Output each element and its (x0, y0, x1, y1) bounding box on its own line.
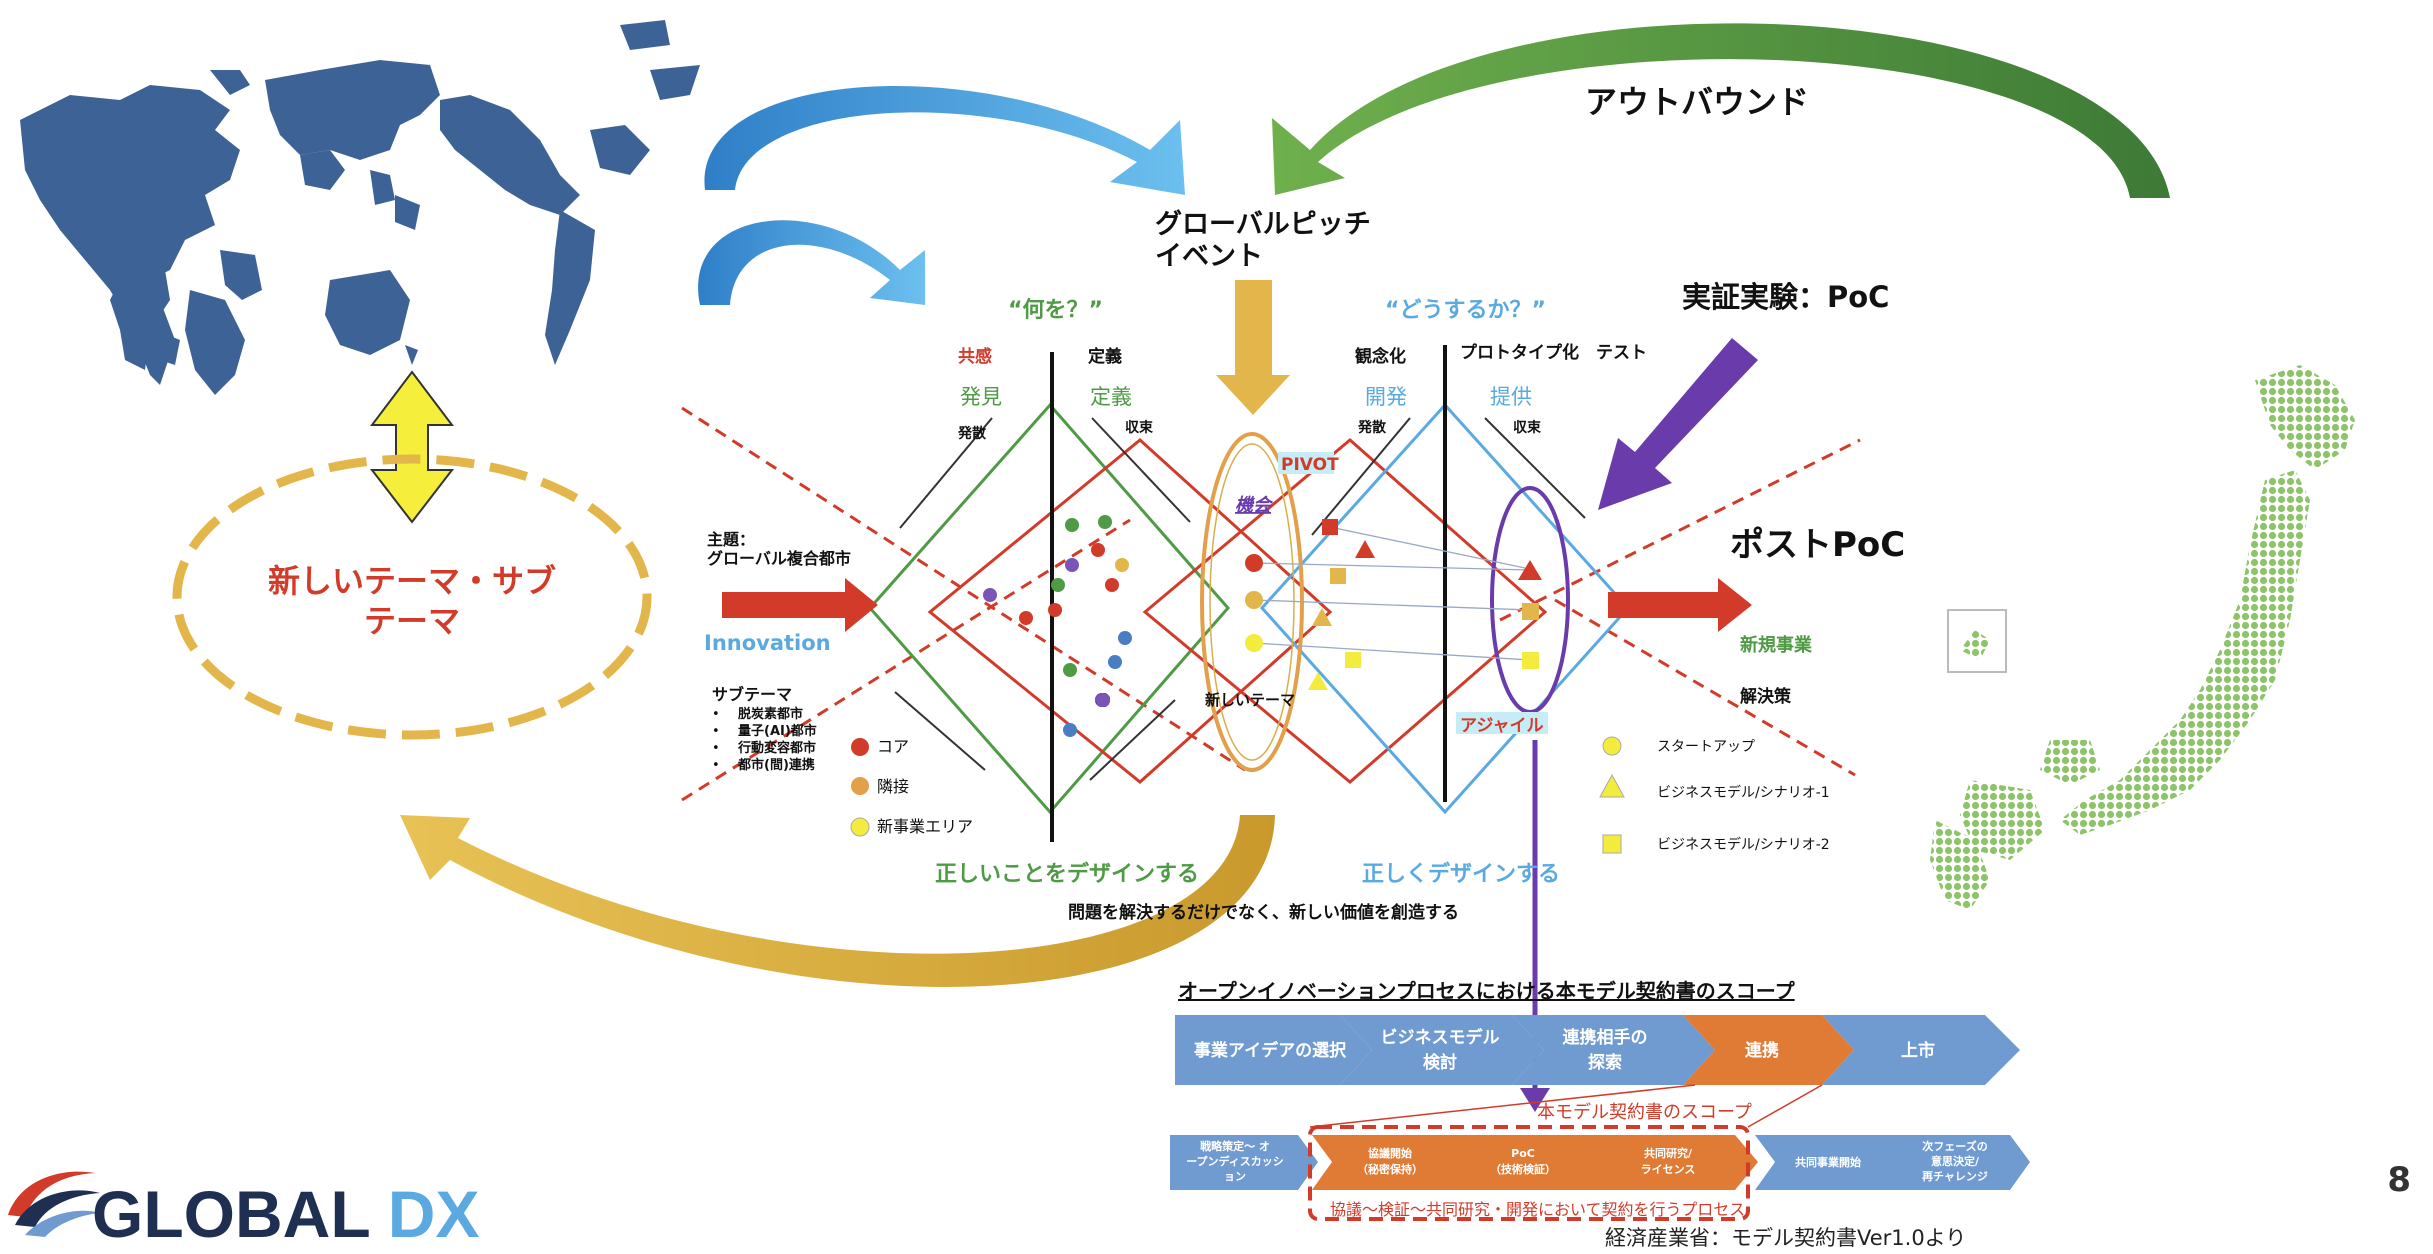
process-top-label: 事業アイデアの選択 (1194, 1040, 1347, 1061)
process-bottom-label: ョン (1224, 1170, 1246, 1183)
legend-bm1: ビジネスモデル/シナリオ-1 (1657, 784, 1830, 801)
subtheme-item: 量子(AI)都市 (738, 723, 817, 739)
legend-core: コア (877, 737, 909, 756)
subtheme-item: 行動変容都市 (737, 740, 816, 756)
converge-label-2: 収束 (1513, 419, 1542, 436)
scope-label: 本モデル契約書のスコープ (1537, 1102, 1752, 1123)
global-dx-logo: GLOBAL DX (0, 1155, 560, 1251)
opportunity-label: 機会 (1235, 495, 1274, 516)
process-top-label: 連携相手の (1563, 1027, 1648, 1048)
subtheme-item: 都市(間)連携 (737, 757, 815, 773)
svg-text:•: • (712, 741, 720, 756)
theme-label-line2: グローバル複合都市 (707, 549, 851, 568)
new-theme-ellipse (172, 454, 652, 740)
source-note: 経済産業省：モデル契約書Ver1.0より (1605, 1226, 1966, 1250)
global-pitch-label-line1: グローバルピッチ (1155, 208, 1371, 240)
process-top-label: ビジネスモデル (1381, 1027, 1500, 1048)
process-top-label: 検討 (1423, 1052, 1457, 1073)
blue-arc-upper (704, 85, 1185, 195)
pivot-label: PIVOT (1281, 455, 1339, 475)
process-bottom-label: 協議開始 (1368, 1146, 1412, 1160)
process-bottom-label: 次フェーズの (1922, 1139, 1987, 1153)
innovation-label: Innovation (704, 631, 831, 655)
define-label: 定義 (1090, 385, 1132, 409)
process-top-label: 探索 (1588, 1052, 1622, 1073)
global-pitch-label-line2: イベント (1155, 241, 1263, 272)
new-theme-label-line1: 新しいテーマ・サブ (268, 562, 556, 600)
definition-label: 定義 (1088, 346, 1122, 367)
logo-text: GLOBAL DX (92, 1177, 479, 1250)
process-top-label: 連携 (1745, 1040, 1779, 1061)
design-right-thing-label: 正しいことをデザインする (935, 861, 1199, 887)
discover-label: 発見 (960, 385, 1002, 409)
diverge-label-2: 発散 (1357, 419, 1387, 436)
empathy-label: 共感 (958, 346, 992, 367)
process-bottom-label: 戦略策定〜 オ (1200, 1139, 1270, 1153)
svg-text:•: • (712, 758, 720, 773)
process-bottom-label: PoC (1511, 1147, 1535, 1160)
world-map-image (20, 20, 700, 395)
poc-label: 実証実験：PoC (1682, 280, 1889, 314)
process-bottom-label: 再チャレンジ (1922, 1170, 1988, 1183)
develop-label: 開発 (1365, 385, 1407, 409)
new-theme-small-label: 新しいテーマ (1205, 691, 1295, 709)
gold-down-arrow (1216, 280, 1290, 415)
svg-text:•: • (712, 724, 720, 739)
process-bottom-row (1170, 1084, 2030, 1221)
agile-label: アジャイル (1460, 716, 1543, 736)
process-title: オープンイノベーションプロセスにおける本モデル契約書のスコープ (1178, 979, 1796, 1003)
process-bottom-label: （秘密保持） (1357, 1162, 1423, 1176)
process-top-label: 上市 (1901, 1040, 1935, 1061)
process-bottom-label: ープンディスカッシ (1186, 1154, 1284, 1168)
japan-map-image (1930, 365, 2355, 910)
legend-startup: スタートアップ (1657, 739, 1755, 755)
logo-swoosh-icon: GLOBAL DX (8, 1171, 479, 1251)
blue-arc-lower (698, 220, 925, 305)
new-theme-label-line2: テーマ (364, 602, 460, 640)
design-right-label: 正しくデザインする (1362, 861, 1560, 887)
page-number: 8 (2387, 1160, 2411, 1200)
diverge-label-1: 発散 (957, 425, 987, 442)
gold-return-arc (400, 815, 1275, 987)
post-poc-label: ポストPoC (1730, 525, 1905, 565)
subtheme-item: 脱炭素都市 (738, 706, 803, 722)
scope-note: 協議〜検証〜共同研究・開発において契約を行うプロセス (1330, 1200, 1745, 1219)
solution-label: 解決策 (1740, 686, 1792, 707)
prototype-test-label: プロトタイプ化 テスト (1460, 342, 1647, 363)
how-heading: “どうするか？” (1385, 298, 1546, 323)
legend-adjacent: 隣接 (877, 777, 909, 796)
legend-bm2: ビジネスモデル/シナリオ-2 (1657, 836, 1830, 853)
process-bottom-label: ライセンス (1641, 1163, 1696, 1176)
subtheme-title: サブテーマ (712, 685, 792, 704)
new-business-label: 新規事業 (1740, 634, 1813, 656)
what-heading: “何を？” (1008, 297, 1103, 323)
purple-poc-arrow (1598, 338, 1758, 510)
conceptualize-label: 観念化 (1355, 346, 1406, 367)
theme-label-line1: 主題： (707, 530, 755, 549)
process-bottom-label: （技術検証） (1490, 1162, 1556, 1176)
process-bottom-label: 意思決定/ (1931, 1154, 1980, 1168)
svg-text:•: • (712, 707, 720, 722)
legend-new-biz-area: 新事業エリア (877, 817, 973, 836)
deliver-label: 提供 (1490, 385, 1532, 409)
outbound-label: アウトバウンド (1585, 83, 1809, 121)
create-value-label: 問題を解決するだけでなく、新しい価値を創造する (1068, 902, 1459, 923)
converge-label-1: 収束 (1125, 419, 1154, 436)
process-bottom-label: 共同研究/ (1644, 1146, 1693, 1160)
process-bottom-label: 共同事業開始 (1795, 1155, 1861, 1169)
outbound-arrow (1272, 23, 2170, 198)
yellow-double-arrow (369, 370, 455, 524)
process-top-row (1175, 1015, 2020, 1085)
